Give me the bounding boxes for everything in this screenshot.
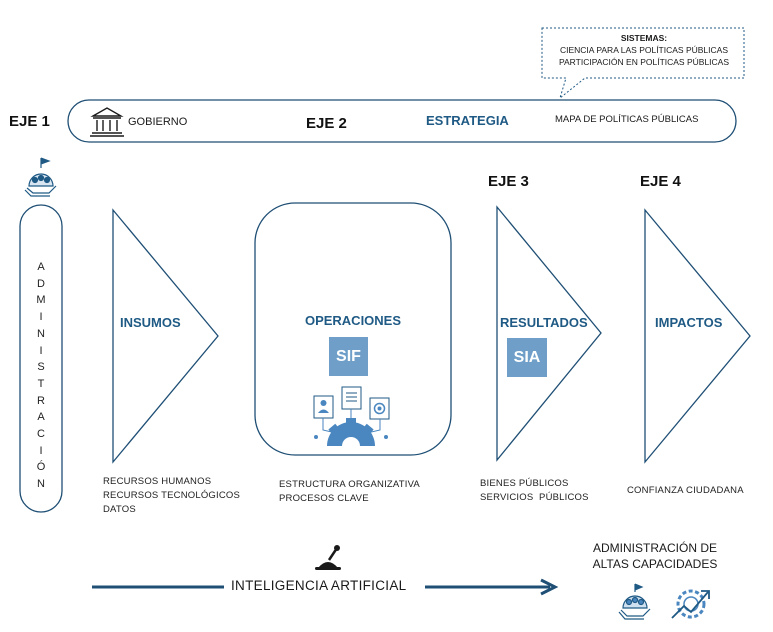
impactos-title: IMPACTOS [655,315,723,330]
estrategia-label: ESTRATEGIA [426,113,509,128]
operaciones-box [254,202,452,456]
growth-gear-icon [671,589,710,619]
administracion-pill [19,204,63,513]
letter: N [37,327,45,340]
letter: S [37,361,45,374]
admin-altas-label: ADMINISTRACIÓN DE ALTAS CAPACIDADES [580,540,730,572]
impactos-triangle [644,208,751,464]
eje1-label: EJE 1 [9,113,50,130]
letter: M [36,294,46,307]
sistemas-line-2: PARTICIPACIÓN EN POLÍTICAS PÚBLICAS [558,57,730,67]
list-item: ESTRUCTURA ORGANIZATIVA [279,479,420,490]
letter: I [39,444,43,457]
letter: N [37,478,45,491]
letter: T [37,377,45,390]
top-pill [67,99,737,143]
operaciones-title: OPERACIONES [304,313,402,328]
list-item: DATOS [103,504,136,515]
letter: I [39,344,43,357]
insumos-items: RECURSOS HUMANOS RECURSOS TECNOLÓGICOS D… [103,475,240,517]
letter: Ó [36,461,46,474]
building-icon [90,107,124,137]
eje3-label: EJE 3 [488,173,529,190]
resultados-triangle [496,205,602,462]
sistemas-title: SISTEMAS: [620,33,668,43]
sistemas-callout [541,27,745,100]
mapa-label: MAPA DE POLÍTICAS PÚBLICAS [555,114,699,125]
ia-label: INTELIGENCIA ARTIFICIAL [231,578,407,593]
letter: A [37,411,45,424]
impactos-items: CONFIANZA CIUDADANA [627,484,744,498]
list-item: CONFIANZA CIUDADANA [627,485,744,496]
admin-altas-line-2: ALTAS CAPACIDADES [592,557,718,571]
letter: D [37,277,45,290]
letter: R [37,394,45,407]
letter: C [37,428,45,441]
insumos-title: INSUMOS [120,315,181,330]
list-item: SERVICIOS PÚBLICOS [480,492,589,503]
gobierno-label: GOBIERNO [128,116,188,128]
list-item: BIENES PÚBLICOS [480,478,569,489]
letter: A [37,261,45,273]
operaciones-items: ESTRUCTURA ORGANIZATIVA PROCESOS CLAVE [279,478,420,506]
sif-badge: SIF [329,337,368,376]
admin-altas-line-1: ADMINISTRACIÓN DE [592,541,717,555]
sia-badge: SIA [507,338,547,377]
gear-workflow-icon [313,386,390,446]
administracion-vertical-text: A D M I N I S T R A C I Ó N [20,259,62,493]
team-hand-icon-bottom [618,583,651,620]
team-hand-icon [24,157,57,197]
resultados-title: RESULTADOS [500,315,588,330]
letter: I [39,311,43,324]
list-item: RECURSOS HUMANOS [103,476,212,487]
joystick-icon [315,545,341,570]
eje4-label: EJE 4 [640,173,681,190]
list-item: PROCESOS CLAVE [279,493,369,504]
sistemas-line-1: CIENCIA PARA LAS POLÍTICAS PÚBLICAS [559,45,728,55]
sistemas-text: SISTEMAS: CIENCIA PARA LAS POLÍTICAS PÚB… [544,33,744,68]
insumos-triangle [112,208,219,464]
resultados-items: BIENES PÚBLICOS SERVICIOS PÚBLICOS [480,477,589,505]
arrowhead-icon [540,578,559,596]
eje2-label: EJE 2 [306,115,347,132]
list-item: RECURSOS TECNOLÓGICOS [103,490,241,501]
